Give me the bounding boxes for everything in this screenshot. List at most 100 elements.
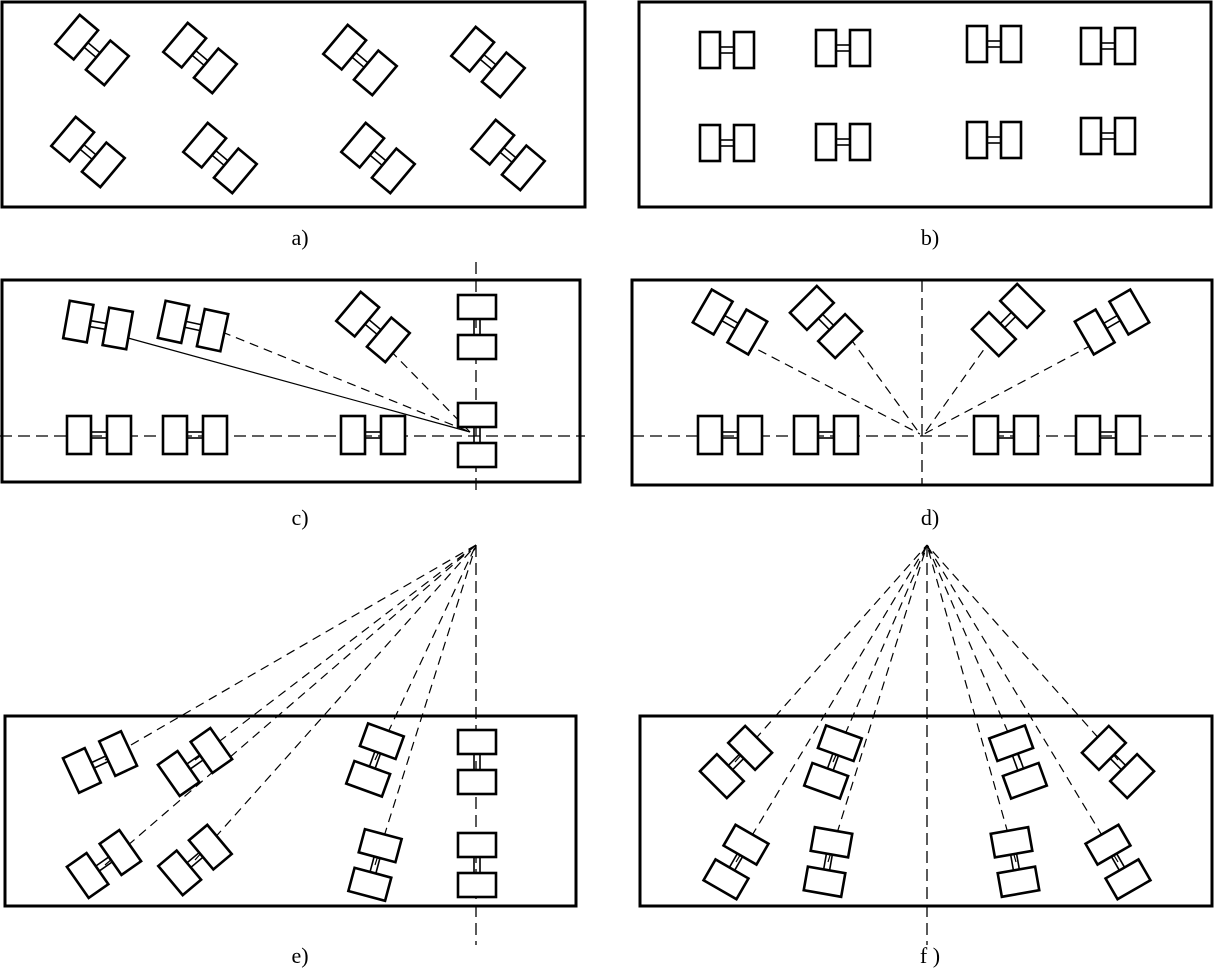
vehicle-unit — [965, 120, 1023, 160]
panel-d-ray — [923, 337, 993, 435]
unit-connector-bar — [731, 757, 745, 771]
panel-f-caption: f ) — [920, 943, 940, 968]
unit-block — [449, 25, 496, 74]
unit-connector-bar — [191, 54, 205, 67]
unit-block — [788, 284, 836, 332]
unit-connector-bar — [374, 753, 382, 769]
vehicle-unit — [456, 401, 498, 469]
unit-block — [80, 140, 127, 189]
unit-block — [809, 825, 854, 859]
unit-block — [816, 723, 864, 763]
unit-connector-bar — [93, 760, 109, 769]
vehicle-unit — [456, 728, 498, 796]
vehicle-unit — [469, 118, 547, 192]
unit-block — [848, 28, 872, 68]
panel-d: d) — [630, 278, 1214, 530]
unit-connector-bar — [832, 755, 840, 771]
unit-block — [1113, 116, 1137, 156]
unit-block — [156, 749, 202, 798]
unit-block — [49, 115, 96, 164]
vehicle-unit — [698, 30, 756, 70]
unit-block — [181, 121, 228, 170]
vehicle-unit — [156, 823, 234, 897]
unit-connector-bar — [826, 753, 834, 769]
unit-connector-bar — [87, 41, 101, 54]
panel-e-units — [61, 721, 498, 903]
vehicle-unit — [344, 721, 406, 799]
unit-connector-bar — [1113, 753, 1127, 767]
vehicle-unit — [449, 25, 527, 99]
unit-block — [696, 414, 724, 456]
unit-block — [698, 30, 722, 70]
vehicle-unit — [65, 828, 143, 900]
vehicle-unit — [181, 121, 259, 195]
unit-block — [456, 768, 498, 796]
panel-f-ray — [832, 544, 928, 763]
unit-block — [701, 857, 751, 901]
panel-b-units — [698, 24, 1137, 163]
unit-connector-bar — [728, 853, 739, 868]
unit-block — [65, 851, 111, 900]
unit-block — [212, 146, 259, 195]
unit-connector-bar — [369, 154, 383, 167]
unit-connector-bar — [79, 148, 93, 161]
panel-f-units — [698, 723, 1156, 901]
vehicle-unit — [965, 24, 1023, 64]
unit-block — [156, 848, 203, 897]
panel-d-ray — [923, 337, 1106, 435]
vehicle-unit — [346, 827, 404, 903]
unit-connector-bar — [355, 51, 369, 64]
unit-connector-bar — [195, 49, 209, 62]
unit-block — [346, 866, 393, 903]
unit-connector-bar — [190, 856, 204, 869]
vehicle-unit — [802, 825, 854, 899]
vehicle-unit — [972, 414, 1040, 456]
unit-block — [987, 723, 1035, 763]
vehicle-unit — [161, 21, 239, 95]
panel-f-ray — [926, 544, 1119, 761]
unit-block — [344, 759, 392, 799]
unit-connector-bar — [1115, 853, 1126, 868]
vehicle-unit — [814, 28, 872, 68]
vehicle-unit — [1074, 414, 1142, 456]
panel-f: f ) — [638, 544, 1214, 968]
unit-connector-bar — [503, 146, 517, 159]
unit-block — [814, 28, 838, 68]
panel-e-frame — [3, 714, 578, 908]
unit-block — [161, 21, 208, 70]
unit-block — [1108, 752, 1156, 800]
unit-connector-bar — [368, 318, 382, 331]
unit-block — [1113, 26, 1137, 66]
panel-c-ray — [379, 339, 471, 433]
unit-block — [61, 746, 103, 795]
unit-block — [816, 312, 864, 360]
unit-block — [500, 143, 547, 192]
unit-block — [97, 828, 143, 877]
panel-e-ray — [374, 544, 477, 761]
unit-connector-bar — [186, 851, 200, 864]
panel-f-ray — [926, 544, 1017, 863]
unit-connector-bar — [1003, 315, 1017, 329]
unit-block — [691, 287, 735, 337]
panel-e-ray — [194, 544, 477, 761]
unit-block — [97, 729, 139, 778]
unit-connector-bar — [95, 856, 110, 867]
unit-connector-bar — [1009, 854, 1015, 871]
unit-block — [61, 299, 95, 344]
unit-connector-bar — [211, 154, 225, 167]
unit-block — [187, 823, 234, 872]
unit-connector-bar — [98, 861, 113, 872]
unit-block — [1083, 823, 1133, 867]
unit-block — [970, 310, 1018, 358]
vehicle-unit — [334, 290, 412, 364]
unit-connector-bar — [373, 149, 387, 162]
panel-f-ray — [734, 544, 928, 763]
vehicle-unit — [1083, 823, 1153, 901]
unit-connector-bar — [184, 326, 201, 332]
vehicle-unit — [339, 121, 417, 195]
unit-connector-bar — [83, 46, 97, 59]
unit-connector-bar — [90, 319, 107, 325]
panel-a: a) — [0, 0, 587, 250]
unit-connector-bar — [368, 751, 376, 767]
